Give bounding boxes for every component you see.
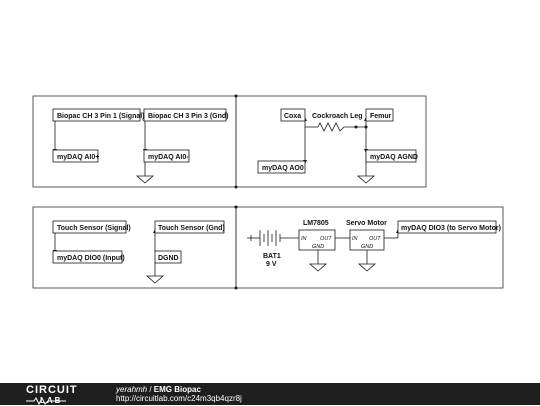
ground-symbol	[135, 175, 155, 184]
resistor-symbol	[317, 122, 345, 132]
servo-name-text: Servo Motor	[346, 220, 387, 227]
panel-leg-box	[235, 95, 427, 188]
circuit-url[interactable]: http://circuitlab.com/c24m3qb4qzr8j	[116, 394, 242, 403]
coxa-label	[280, 108, 306, 122]
daq-ao0-text: myDAQ AO0	[262, 165, 304, 172]
dgnd-label	[154, 250, 182, 264]
battery-name-text: BAT1	[263, 253, 281, 260]
ground-symbol	[357, 263, 377, 272]
logo-top-text: CIRCUIT	[26, 384, 78, 396]
biopac-gnd-label	[143, 108, 227, 122]
dgnd-text: DGND	[158, 255, 179, 262]
daq-ai0m-label	[143, 149, 190, 163]
daq-ai0p-text: myDAQ AI0+	[57, 154, 99, 161]
logo-resistor-icon	[26, 396, 66, 406]
meta-separator: /	[147, 385, 154, 394]
regulator-pin-gnd: GND	[312, 244, 324, 250]
daq-dio3-text: myDAQ DIO3 (to Servo Motor)	[401, 225, 501, 232]
circuit-title[interactable]: EMG Biopac	[153, 385, 201, 394]
footer-bar: CIRCUIT LAB yerahmh / EMG Biopac http://…	[0, 383, 540, 406]
ground-symbol	[145, 275, 165, 284]
touch-gnd-text: Touch Sensor (Gnd)	[158, 225, 225, 232]
daq-ai0p-label	[52, 149, 99, 163]
author-link[interactable]: yerahmh	[116, 385, 148, 394]
circuit-meta: yerahmh / EMG Biopac http://circuitlab.c…	[116, 385, 242, 403]
daq-ao0-label	[257, 160, 306, 174]
regulator-lm7805	[298, 229, 336, 251]
touch-gnd-label	[154, 220, 225, 234]
servo-pin-out: OUT	[369, 236, 381, 242]
femur-label	[365, 108, 394, 122]
biopac-gnd-text: Biopac CH 3 Pin 3 (Gnd)	[148, 113, 229, 120]
schematic-canvas: Biopac CH 3 Pin 1 (Signal) Biopac CH 3 P…	[32, 94, 504, 290]
circuitlab-logo[interactable]: CIRCUIT LAB	[26, 384, 78, 406]
daq-agnd-text: myDAQ AGND	[370, 154, 418, 161]
ground-symbol	[356, 175, 376, 184]
daq-dio3-label	[397, 220, 497, 234]
regulator-name-text: LM7805	[303, 220, 329, 227]
daq-dio0-label	[52, 250, 123, 264]
servo-pin-in: IN	[352, 236, 358, 242]
coxa-text: Coxa	[284, 113, 301, 120]
biopac-signal-text: Biopac CH 3 Pin 1 (Signal)	[57, 113, 145, 120]
touch-signal-text: Touch Sensor (Signal)	[57, 225, 131, 232]
regulator-pin-out: OUT	[320, 236, 332, 242]
biopac-signal-label	[52, 108, 141, 122]
panel-servo-box	[235, 206, 504, 289]
cockroach-leg-text: Cockroach Leg	[312, 113, 363, 120]
femur-text: Femur	[370, 113, 392, 120]
touch-signal-label	[52, 220, 127, 234]
daq-agnd-label	[365, 149, 417, 163]
servo-pin-gnd: GND	[361, 244, 373, 250]
battery-symbol	[259, 230, 281, 246]
regulator-pin-in: IN	[301, 236, 307, 242]
battery-value-text: 9 V	[266, 261, 277, 268]
ground-symbol	[308, 263, 328, 272]
panel-touch-box	[32, 206, 237, 289]
daq-ai0m-text: myDAQ AI0-	[148, 154, 189, 161]
daq-dio0-text: myDAQ DIO0 (Input)	[57, 255, 125, 262]
